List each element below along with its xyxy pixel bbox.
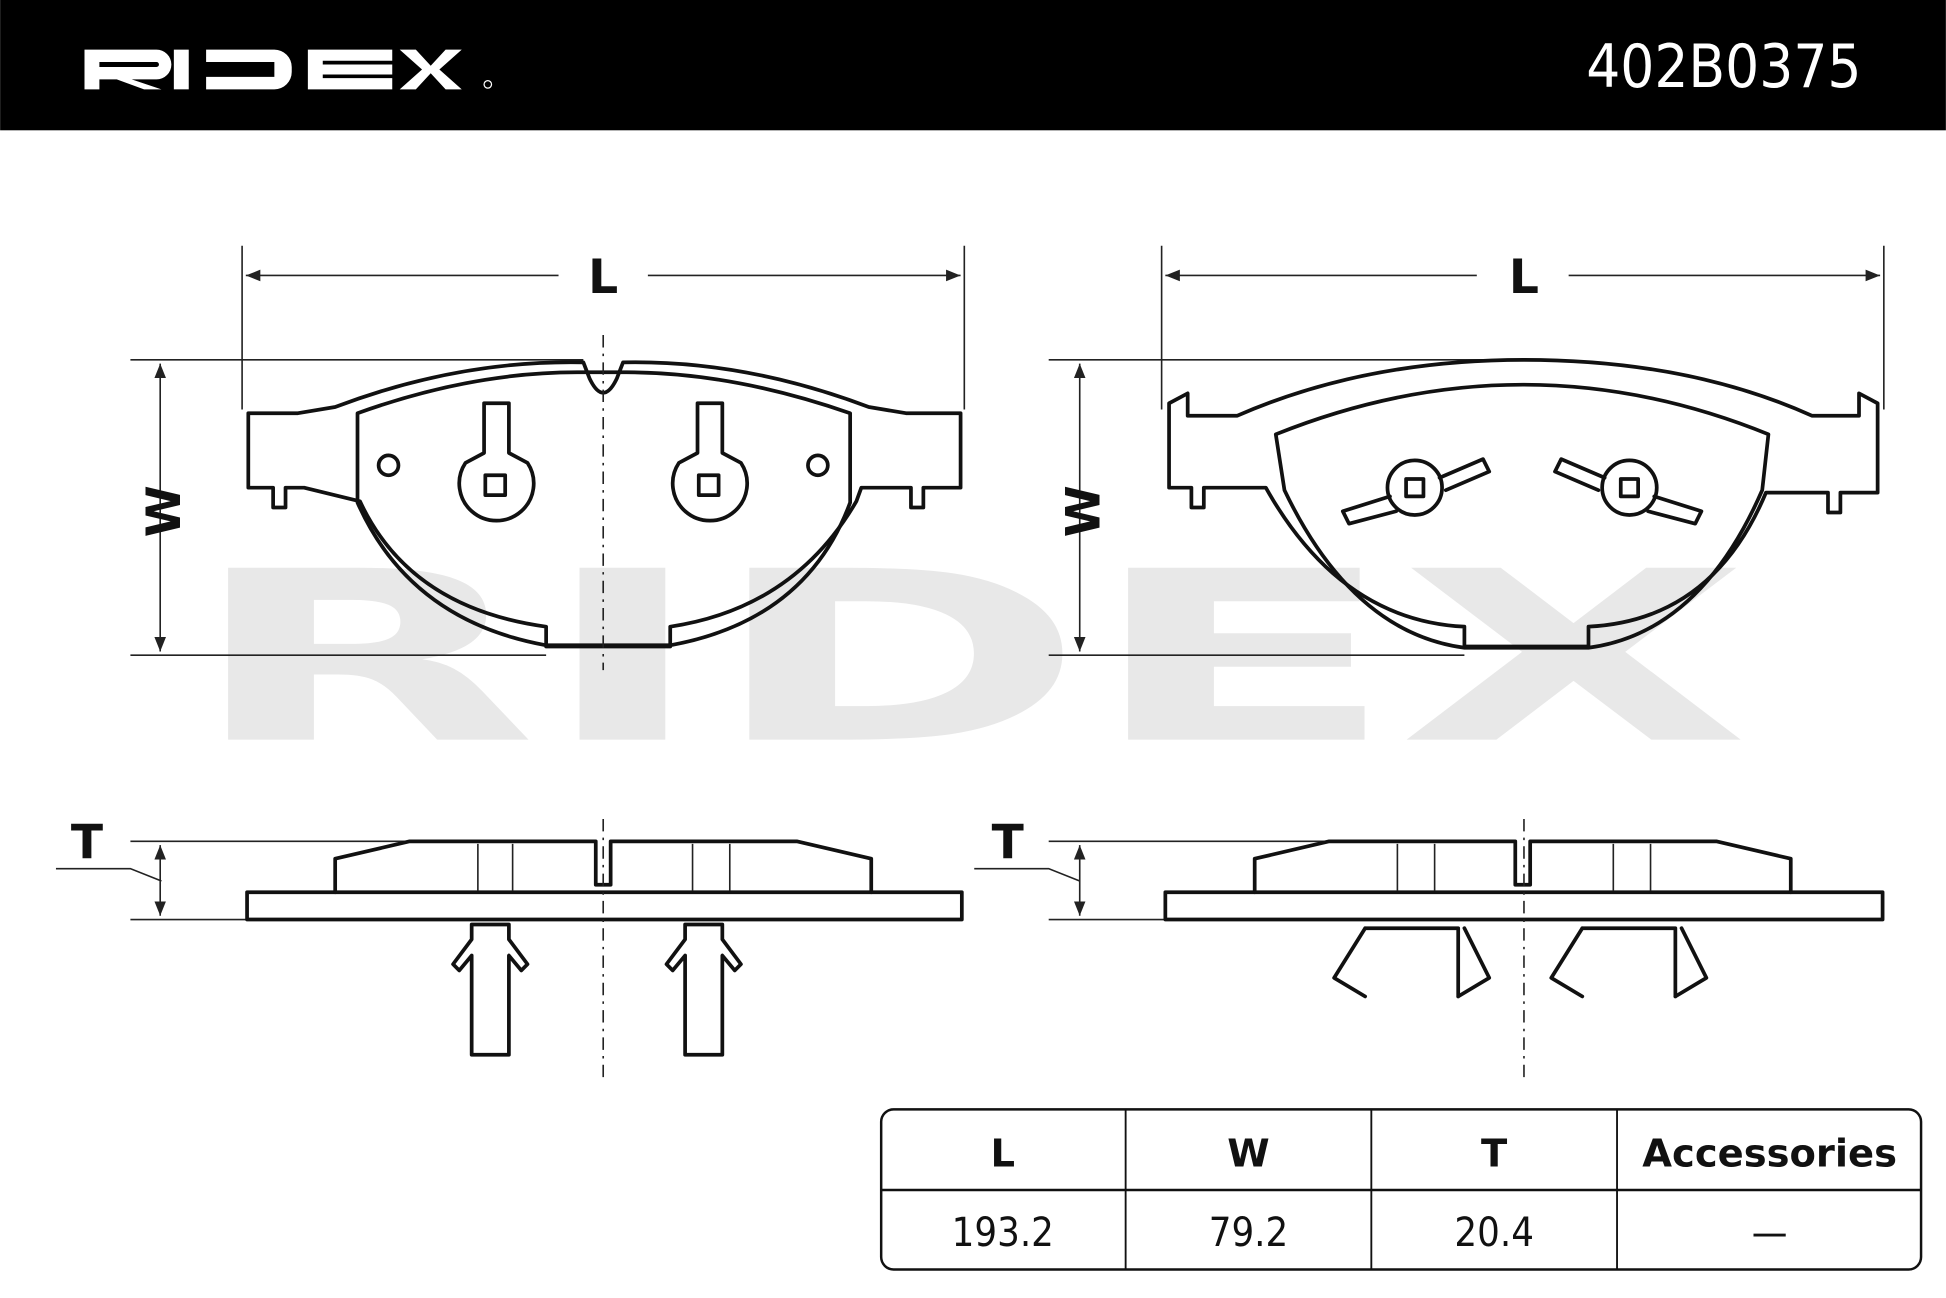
pad-front-right-view: L W (1048, 245, 1885, 657)
header-width: W (1227, 1131, 1269, 1176)
clip-right (670, 401, 749, 523)
header-accessories: Accessories (1642, 1131, 1897, 1176)
value-thickness: 20.4 (1454, 1210, 1533, 1256)
watermark-logo: RIDEX (186, 521, 1750, 796)
clip-left (457, 401, 536, 523)
ridex-logo (84, 49, 493, 90)
value-length: 193.2 (952, 1210, 1054, 1256)
part-number: 402B0375 (1586, 33, 1861, 102)
value-accessories: — (1752, 1210, 1788, 1256)
header-length: L (991, 1131, 1016, 1176)
pad-side-right-view: T (974, 816, 1885, 1080)
length-label: L (588, 250, 618, 305)
clip-left (1340, 457, 1492, 526)
pad-front-left-view: L W (130, 245, 966, 671)
thickness-label: T (992, 816, 1024, 871)
pad-side-left-view: T (55, 816, 964, 1080)
width-label: W (137, 485, 192, 537)
width-label: W (1057, 485, 1112, 537)
clip-right (1553, 457, 1704, 526)
header-thickness: T (1481, 1131, 1508, 1176)
spec-table: L W T Accessories 193.2 79.2 20.4 — (879, 1108, 1923, 1271)
value-width: 79.2 (1209, 1210, 1288, 1256)
thickness-label: T (71, 816, 103, 871)
length-label: L (1509, 250, 1539, 305)
